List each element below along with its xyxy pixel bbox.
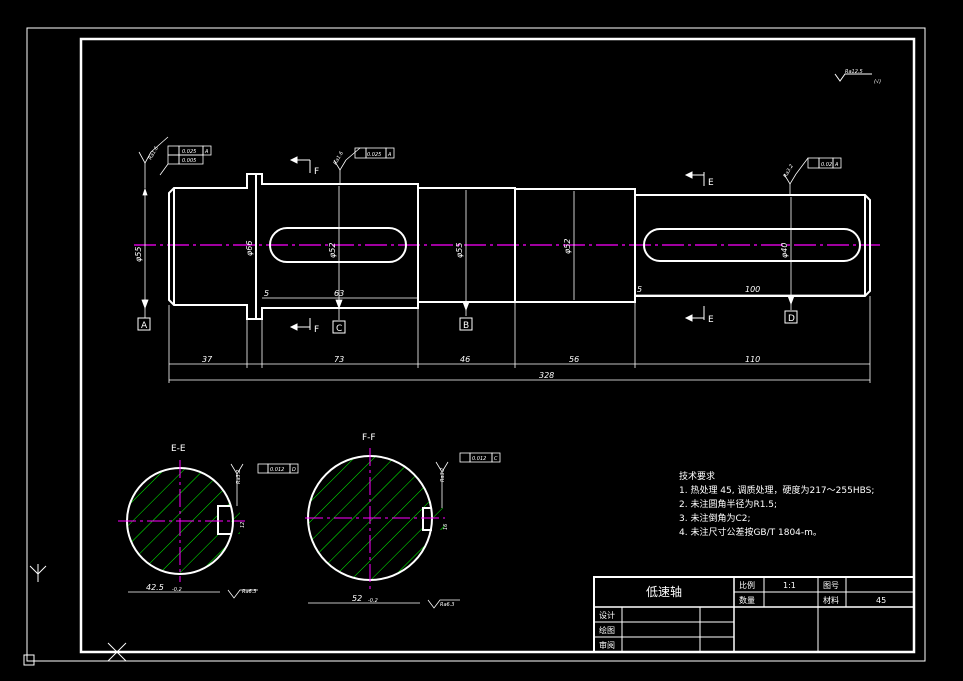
datum-boxes	[137, 310, 798, 334]
len-total: 328	[539, 371, 554, 380]
general-roughness-suffix: (√)	[874, 79, 881, 85]
dim-d3: φ52	[328, 243, 337, 258]
roughness-right: Ra3.2	[783, 163, 795, 179]
section-ee-title: E-E	[171, 444, 186, 454]
material-value: 45	[876, 596, 886, 605]
sec-e-roughness-bottom: Ra6.3	[242, 589, 257, 595]
sec-f-sym-tol: 0.012	[472, 456, 486, 462]
inner-dims	[262, 294, 865, 299]
tol-left-runout-ref: A	[204, 149, 209, 155]
part-name: 低速轴	[646, 584, 682, 599]
datum-c: C	[336, 324, 342, 334]
section-cut-e	[684, 171, 705, 322]
roughness-mid: Ra1.6	[333, 150, 345, 166]
top-tolerance-right	[783, 157, 842, 195]
datum-a: A	[141, 321, 148, 331]
tol-left-runout: 0.025	[182, 149, 196, 155]
note-1: 1. 热处理 45, 调质处理，硬度为217～255HBS;	[679, 484, 874, 496]
sec-e-roughness-side: Ra3.2	[236, 470, 242, 485]
length-dims	[168, 296, 871, 383]
qty-label: 数量	[739, 595, 755, 605]
sec-e-width-tol: -0.2	[172, 587, 182, 593]
section-f-bottom-label: F	[314, 325, 319, 335]
notes-title: 技术要求	[679, 470, 715, 482]
dim-d6: φ40	[780, 243, 789, 258]
sec-f-roughness-side: Ra3.2	[440, 468, 446, 483]
draw-label: 绘图	[599, 625, 615, 635]
datum-d: D	[788, 314, 795, 324]
sec-f-width-tol: -0.2	[368, 598, 378, 604]
section-e-top-label: E	[708, 178, 714, 188]
tol-right-runout: 0.02	[821, 162, 832, 168]
note-3: 3. 未注倒角为C2;	[679, 512, 751, 524]
dim-keyway-right: 100	[745, 285, 760, 294]
tol-mid-runout: 0.025	[367, 152, 381, 158]
inner-border	[79, 37, 916, 654]
dim-d1: φ55	[134, 247, 143, 262]
dim-d5: φ52	[563, 239, 572, 254]
sec-f-key-width: 16	[443, 524, 449, 530]
section-ee	[118, 460, 299, 599]
sec-e-sym-tol: 0.012	[270, 467, 284, 473]
tol-mid-runout-ref: A	[387, 152, 392, 158]
general-roughness: Ra12.5 (√)	[834, 69, 881, 85]
tol-left-cyl: 0.005	[182, 158, 196, 164]
section-cut-f	[289, 156, 311, 331]
note-2: 2. 未注圆角半径为R1.5;	[679, 498, 777, 510]
sec-f-roughness-bottom: Ra6.3	[440, 602, 455, 608]
section-e-bottom-label: E	[708, 315, 714, 325]
section-ff-title: F-F	[362, 433, 376, 443]
len-110: 110	[745, 355, 760, 364]
title-block	[593, 576, 915, 653]
sec-e-key-width: 12	[240, 522, 246, 528]
dim-d4: φ55	[455, 243, 464, 258]
len-56: 56	[569, 355, 579, 364]
section-ff	[305, 448, 501, 609]
roughness-left: Ra1.6	[148, 145, 160, 161]
note-4: 4. 未注尺寸公差按GB/T 1804-m。	[679, 526, 822, 538]
dim-step-right: 5	[637, 285, 642, 294]
len-73: 73	[334, 355, 344, 364]
dim-keyway-left: 63	[334, 289, 344, 298]
top-tolerance-mid	[333, 147, 395, 184]
sec-f-sym-ref: C	[494, 456, 498, 462]
scale-value: 1:1	[783, 581, 796, 590]
sec-f-width: 52	[352, 594, 362, 603]
dim-step-left: 5	[264, 289, 269, 298]
outer-border	[26, 27, 926, 662]
scale-label: 比例	[739, 580, 755, 590]
tol-right-runout-ref: A	[834, 162, 839, 168]
drawing-no-label: 图号	[823, 581, 839, 590]
review-label: 审阅	[599, 640, 615, 650]
diameter-dims	[141, 186, 795, 320]
section-f-top-label: F	[314, 167, 319, 177]
material-label: 材料	[823, 595, 839, 605]
dim-d2: φ66	[245, 241, 254, 256]
top-tolerance-left	[138, 136, 212, 188]
general-roughness-value: Ra12.5	[845, 69, 863, 75]
datum-b: B	[463, 321, 469, 331]
sec-e-sym-ref: D	[292, 467, 296, 473]
ucs-icon	[23, 564, 127, 666]
len-37: 37	[202, 355, 213, 364]
sec-e-width: 42.5	[146, 583, 164, 592]
len-46: 46	[460, 355, 470, 364]
design-label: 设计	[599, 610, 615, 620]
shaft-outline	[168, 173, 871, 320]
